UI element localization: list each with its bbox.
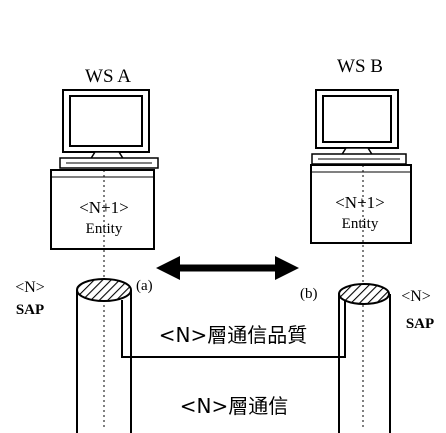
ws-a-entity-line2: Entity [86,221,123,237]
comm-label: <N>層通信 [180,394,288,418]
ws-b-entity-line1: <N+1> [335,193,385,212]
ws-a-monitor-icon [59,89,159,169]
ws-b-sap-line1: <N> [401,288,431,305]
ws-a-entity-box [50,169,155,250]
ws-b-pipe [338,294,391,433]
ws-a-entity-line1: <N+1> [79,198,129,217]
ws-a-sap-line1: <N> [15,279,45,296]
ws-a-sap-ellipse [76,278,132,302]
ws-b-monitor-icon [311,89,407,165]
port-b-label: (b) [300,286,318,302]
ws-b-entity-box [310,164,412,244]
ws-a-title: WS A [85,66,131,87]
quality-label: <N>層通信品質 [159,323,307,347]
ws-b-entity-line2: Entity [342,216,379,232]
port-a-label: (a) [136,278,153,294]
peer-protocol-arrow [156,256,299,280]
ws-b-sap-line2: SAP [406,316,434,332]
ws-a-pipe [76,290,132,433]
ws-b-sap-ellipse [338,283,390,305]
ws-b-title: WS B [337,56,383,77]
ws-a-sap-line2: SAP [16,302,44,318]
quality-channel [121,300,346,358]
